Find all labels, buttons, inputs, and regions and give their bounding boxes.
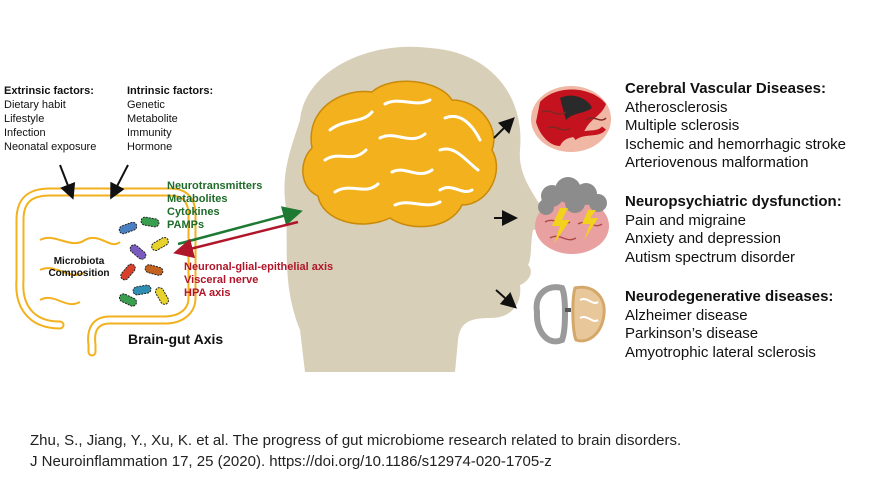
intestine-folds [39,237,121,305]
disease-item: Ischemic and hemorrhagic stroke [625,135,846,153]
disease-item: Parkinson’s disease [625,325,759,342]
disease-group-neuropsychiatric: Neuropsychiatric dysfunction: Pain and m… [625,193,842,267]
brain-to-gut-arrow [173,220,299,259]
disease-title: Cerebral Vascular Diseases: [625,80,826,97]
down-arrow-icon [59,164,76,200]
extrinsic-title: Extrinsic factors: [4,85,94,97]
disease-item: Arteriovenous malformation [625,154,809,171]
extrinsic-item: Infection [4,127,46,139]
citation-line-2: J Neuroinflammation 17, 25 (2020). https… [30,453,552,470]
intrinsic-item: Genetic [127,99,165,111]
disease-title: Neurodegenerative diseases: [625,288,834,305]
intestine-inner [17,189,195,355]
signal-item: Cytokines [167,206,220,218]
disease-group-cerebral: Cerebral Vascular Diseases: Atherosclero… [625,80,846,173]
disease-item: Multiple sclerosis [625,117,740,134]
disease-item: Pain and migraine [625,211,746,229]
citation-line-1: Zhu, S., Jiang, Y., Xu, K. et al. The pr… [30,432,682,449]
brain-icon [302,80,498,228]
bacteria-icon [118,216,169,307]
brain-gut-axis-label: Brain-gut Axis [128,331,224,347]
microbiota-label: Microbiota Composition [44,256,114,280]
signal-item: Metabolites [167,193,228,205]
signal-item: Neurotransmitters [167,180,263,192]
storm-brain-icon [535,177,609,254]
citation: Zhu, S., Jiang, Y., Xu, K. et al. The pr… [30,430,681,472]
up-right-arrow-icon [493,117,515,139]
down-arrow-icon [110,164,129,200]
disease-item: Anxiety and depression [625,230,781,247]
brain-to-gut-signals: Neuronal-glial-epithelial axis Visceral … [184,261,333,300]
signal-item: HPA axis [184,287,231,299]
disease-group-neurodegenerative: Neurodegenerative diseases: Alzheimer di… [625,288,833,362]
disease-item: Amyotrophic lateral sclerosis [625,343,816,361]
extrinsic-item: Dietary habit [4,99,66,111]
stroke-brain-icon [531,86,611,152]
atrophy-brain-icon [533,284,606,345]
microbiota-line: Microbiota [53,256,105,267]
disease-item: Autism spectrum disorder [625,248,796,266]
composition-line: Composition [48,268,110,279]
extrinsic-item: Lifestyle [4,113,45,125]
signal-item: PAMPs [167,219,205,231]
signal-item: Neuronal-glial-epithelial axis [184,261,334,273]
intrinsic-item: Immunity [127,127,172,139]
gut-to-brain-arrow [177,206,303,246]
gut-to-brain-signals: Neurotransmitters Metabolites Cytokines … [167,180,262,232]
extrinsic-item: Neonatal exposure [4,141,97,153]
intrinsic-item: Hormone [127,141,173,153]
disease-item: Alzheimer disease [625,306,748,324]
extrinsic-factors: Extrinsic factors: Dietary habit Lifesty… [4,84,96,154]
intrinsic-title: Intrinsic factors: [127,85,214,97]
disease-title: Neuropsychiatric dysfunction: [625,193,842,210]
disease-item: Atherosclerosis [625,98,728,116]
intrinsic-factors: Intrinsic factors: Genetic Metabolite Im… [127,84,213,154]
intrinsic-item: Metabolite [127,113,178,125]
signal-item: Visceral nerve [184,274,259,286]
down-right-arrow-icon [495,289,517,309]
